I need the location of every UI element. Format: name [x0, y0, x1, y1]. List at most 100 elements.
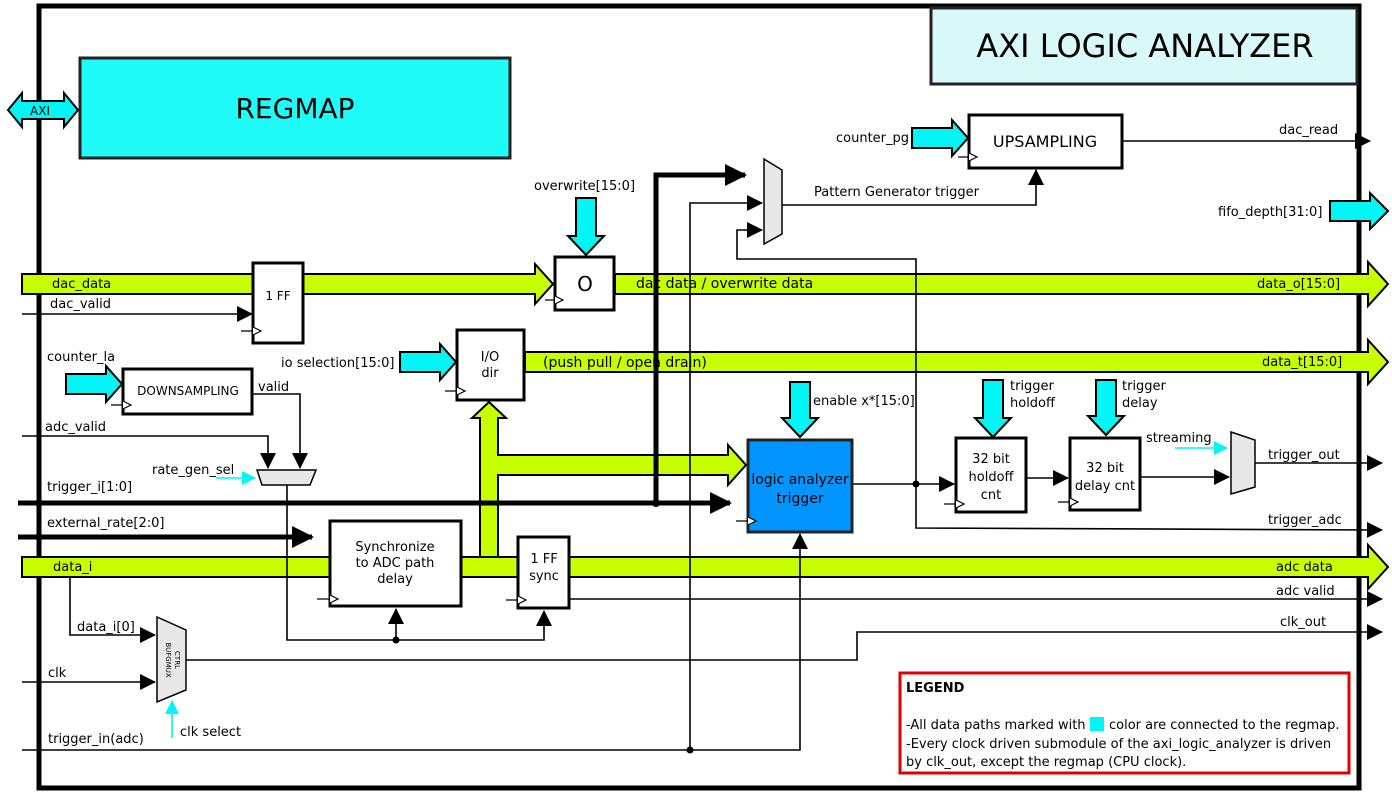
io-dir-label-1: I/O	[481, 350, 499, 365]
ff1-label: 1 FF	[265, 289, 290, 303]
rate-to-sync-line	[286, 485, 552, 641]
pattern-generator-mux	[763, 157, 783, 246]
dac-valid-label: dac_valid	[50, 297, 111, 312]
io-selection-arrow	[399, 341, 458, 383]
external-rate-label: external_rate[2:0]	[47, 516, 164, 531]
delay-label-2: delay cnt	[1075, 479, 1135, 494]
trigger-out-mux	[1230, 430, 1256, 495]
adc-valid-out-label: adc valid	[1276, 584, 1335, 599]
la-trigger-label-1: logic analyzer	[751, 472, 849, 488]
clk-out-line	[186, 624, 1383, 661]
io-dir-label-2: dir	[481, 366, 499, 381]
sync-label-1: Synchronize	[355, 540, 434, 555]
counter-la-label: counter_la	[47, 350, 115, 365]
dac-overwrite-label: dac data / overwrite data	[636, 276, 813, 292]
la-trigger-label-2: trigger	[776, 491, 824, 507]
legend-line-2: -Every clock driven submodule of the axi…	[906, 737, 1331, 752]
holdoff-label-2: holdoff	[969, 470, 1015, 485]
junction-dot	[392, 636, 400, 644]
dac-data-label: dac_data	[52, 277, 111, 292]
data-to-io-trigger-bus	[469, 400, 748, 558]
ff1-block	[251, 261, 305, 345]
legend-line-1a: -All data paths marked with	[906, 718, 1086, 733]
holdoff-label-3: cnt	[981, 488, 1001, 503]
data-t-bus	[524, 337, 1390, 387]
clock-input-icon	[1058, 497, 1080, 507]
clk-out-label: clk_out	[1280, 615, 1326, 630]
trigger-in-to-mux-line	[689, 195, 763, 750]
clock-input-icon	[736, 516, 758, 526]
overwrite-block	[553, 255, 616, 312]
delay-label-1: 32 bit	[1086, 461, 1124, 476]
trigger-adc-label: trigger_adc	[1268, 513, 1342, 528]
regmap-block	[78, 56, 512, 160]
pattern-trigger-label: Pattern Generator trigger	[814, 185, 980, 200]
adc-valid-label: adc_valid	[45, 420, 106, 435]
legend-title: LEGEND	[906, 681, 965, 696]
holdoff-cnt-block	[954, 436, 1028, 514]
trigger-delay-label-2: delay	[1122, 396, 1158, 411]
clock-input-icon	[241, 326, 263, 336]
trigger-in-adc-line	[22, 533, 808, 751]
clk-label: clk	[48, 666, 67, 681]
la-trigger-block	[746, 438, 854, 534]
legend-box	[898, 671, 1351, 775]
overwrite-label: overwrite[15:0]	[534, 179, 635, 194]
downsampling-label: DOWNSAMPLING	[137, 384, 239, 398]
trigger-holdoff-label-1: trigger	[1010, 379, 1055, 394]
adc-data-label: adc data	[1276, 560, 1333, 575]
upsampling-label: UPSAMPLING	[993, 132, 1097, 151]
regmap-label: REGMAP	[235, 92, 354, 125]
clock-input-icon	[944, 499, 966, 509]
fifo-depth-label: fifo_depth[31:0]	[1218, 205, 1322, 220]
bufgmux-ctrl	[156, 615, 187, 704]
dac-read-label: dac_read	[1279, 123, 1338, 138]
trigger-holdoff-label-2: holdoff	[1010, 396, 1056, 411]
clk-select-label: clk select	[180, 725, 241, 740]
valid-label: valid	[258, 380, 289, 395]
overwrite-arrow	[565, 197, 607, 257]
legend-color-swatch	[1090, 717, 1104, 731]
trigger-adc-line	[915, 484, 1383, 538]
data-i-bus	[21, 542, 1390, 592]
clock-input-icon	[545, 295, 565, 305]
clock-input-icon	[111, 400, 133, 410]
sync-label-3: delay	[377, 572, 413, 587]
axi-arrow	[6, 90, 80, 130]
io-selection-label: io selection[15:0]	[281, 356, 394, 371]
trigger-in-adc-label: trigger_in(adc)	[48, 732, 144, 747]
valid-line	[252, 393, 308, 469]
adc-valid-line	[22, 435, 276, 469]
sync-delay-block	[328, 519, 463, 608]
clock-input-icon	[317, 594, 340, 604]
clock-input-icon	[506, 595, 528, 605]
trigger-delay-label-1: trigger	[1122, 379, 1167, 394]
la-trigger-to-mux-line	[736, 222, 917, 484]
ff-sync-block	[516, 535, 571, 610]
ff-sync-label-1: 1 FF	[530, 552, 557, 567]
trigger-to-pg-mux-line	[653, 164, 747, 503]
counter-pg-arrow	[911, 117, 970, 159]
sync-label-2: to ADC path	[356, 556, 435, 571]
data-o-bus	[614, 259, 1390, 309]
legend-line-1b: color are connected to the regmap.	[1109, 718, 1339, 733]
streaming-label: streaming	[1146, 431, 1212, 446]
downsampling-block	[121, 367, 254, 416]
trigger-delay-arrow	[1085, 379, 1127, 437]
clock-input-icon	[445, 386, 467, 396]
axi-label: AXI	[30, 104, 50, 118]
data-t-label: data_t[15:0]	[1262, 355, 1342, 370]
trigger-out-label: trigger_out	[1268, 448, 1340, 463]
trigger-holdoff-arrow	[972, 379, 1014, 439]
trigger-i-label: trigger_i[1:0]	[47, 480, 132, 495]
io-dir-block	[455, 328, 526, 402]
enable-label: enable x*[15:0]	[813, 394, 915, 409]
data-o-label: data_o[15:0]	[1257, 277, 1340, 292]
holdoff-label-1: 32 bit	[972, 452, 1010, 467]
upsampling-block	[967, 113, 1124, 170]
ff-sync-label-2: sync	[529, 569, 559, 584]
counter-la-arrow	[65, 363, 124, 405]
data-i0-label: data_i[0]	[77, 620, 135, 635]
rate-gen-sel-label: rate_gen_sel	[152, 463, 234, 478]
